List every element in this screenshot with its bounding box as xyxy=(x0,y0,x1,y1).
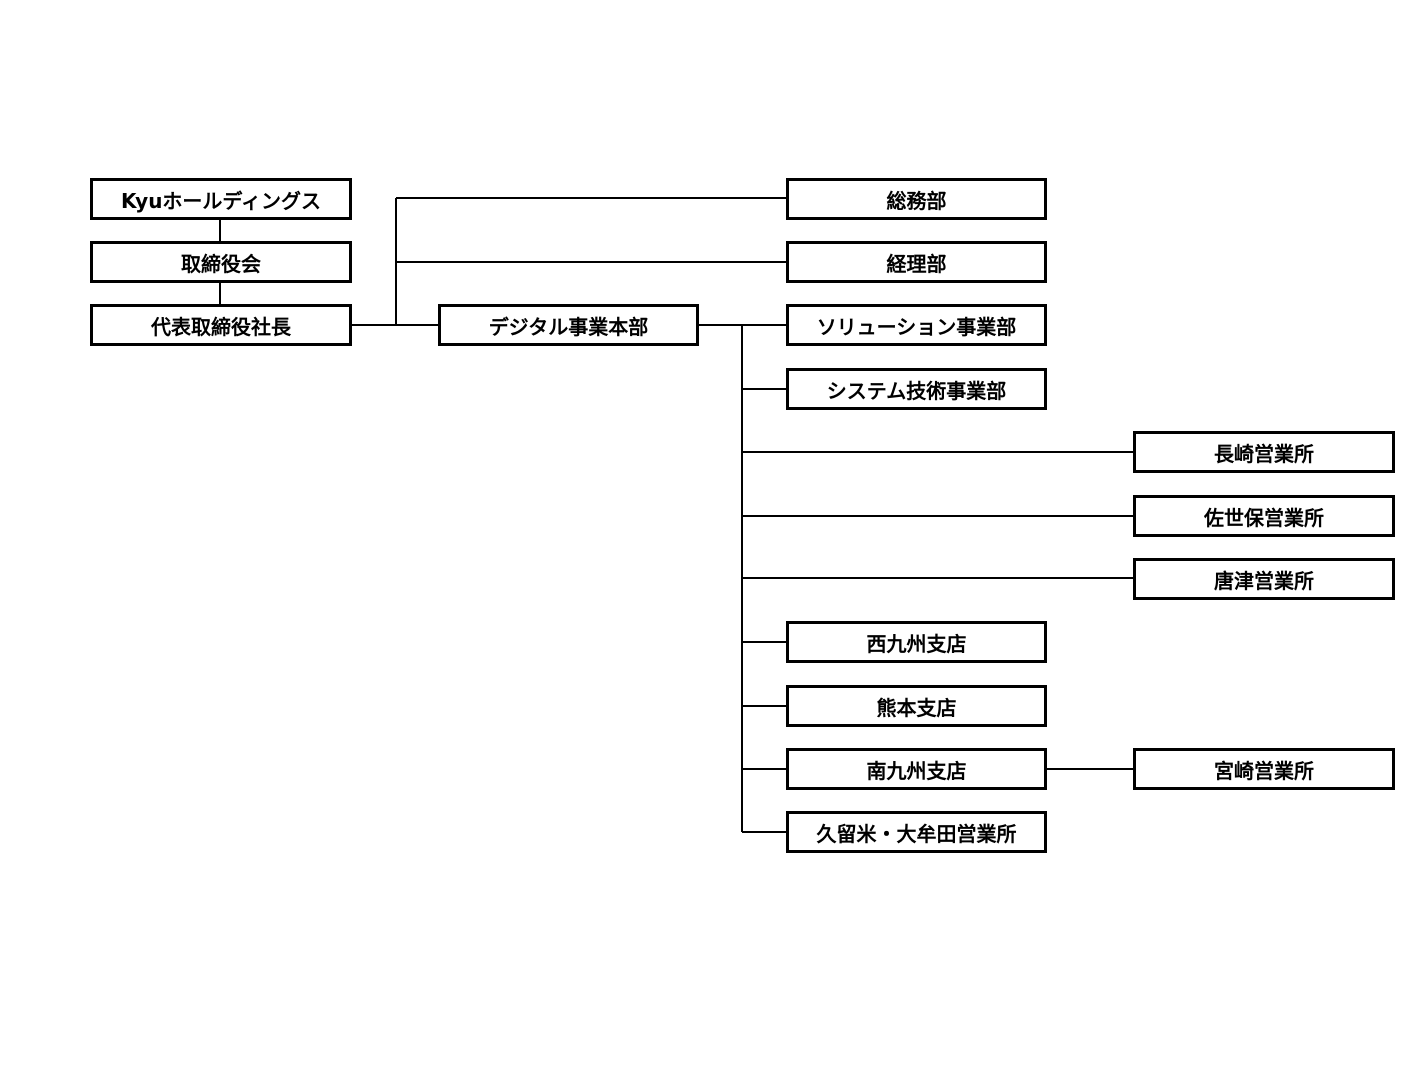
node-nagasaki: 長崎営業所 xyxy=(1133,431,1395,473)
node-karatsu: 唐津営業所 xyxy=(1133,558,1395,600)
node-holding: Kyuホールディングス xyxy=(90,178,352,220)
node-accounting: 経理部 xyxy=(786,241,1047,283)
node-digital-division: デジタル事業本部 xyxy=(438,304,699,346)
node-miyazaki: 宮崎営業所 xyxy=(1133,748,1395,790)
node-general-affairs: 総務部 xyxy=(786,178,1047,220)
node-board: 取締役会 xyxy=(90,241,352,283)
node-solutions: ソリューション事業部 xyxy=(786,304,1047,346)
node-system-tech: システム技術事業部 xyxy=(786,368,1047,410)
node-nishikyushu: 西九州支店 xyxy=(786,621,1047,663)
node-kurume-omuta: 久留米・大牟田営業所 xyxy=(786,811,1047,853)
node-sasebo: 佐世保営業所 xyxy=(1133,495,1395,537)
node-president: 代表取締役社長 xyxy=(90,304,352,346)
node-kumamoto: 熊本支店 xyxy=(786,685,1047,727)
node-minamikyushu: 南九州支店 xyxy=(786,748,1047,790)
